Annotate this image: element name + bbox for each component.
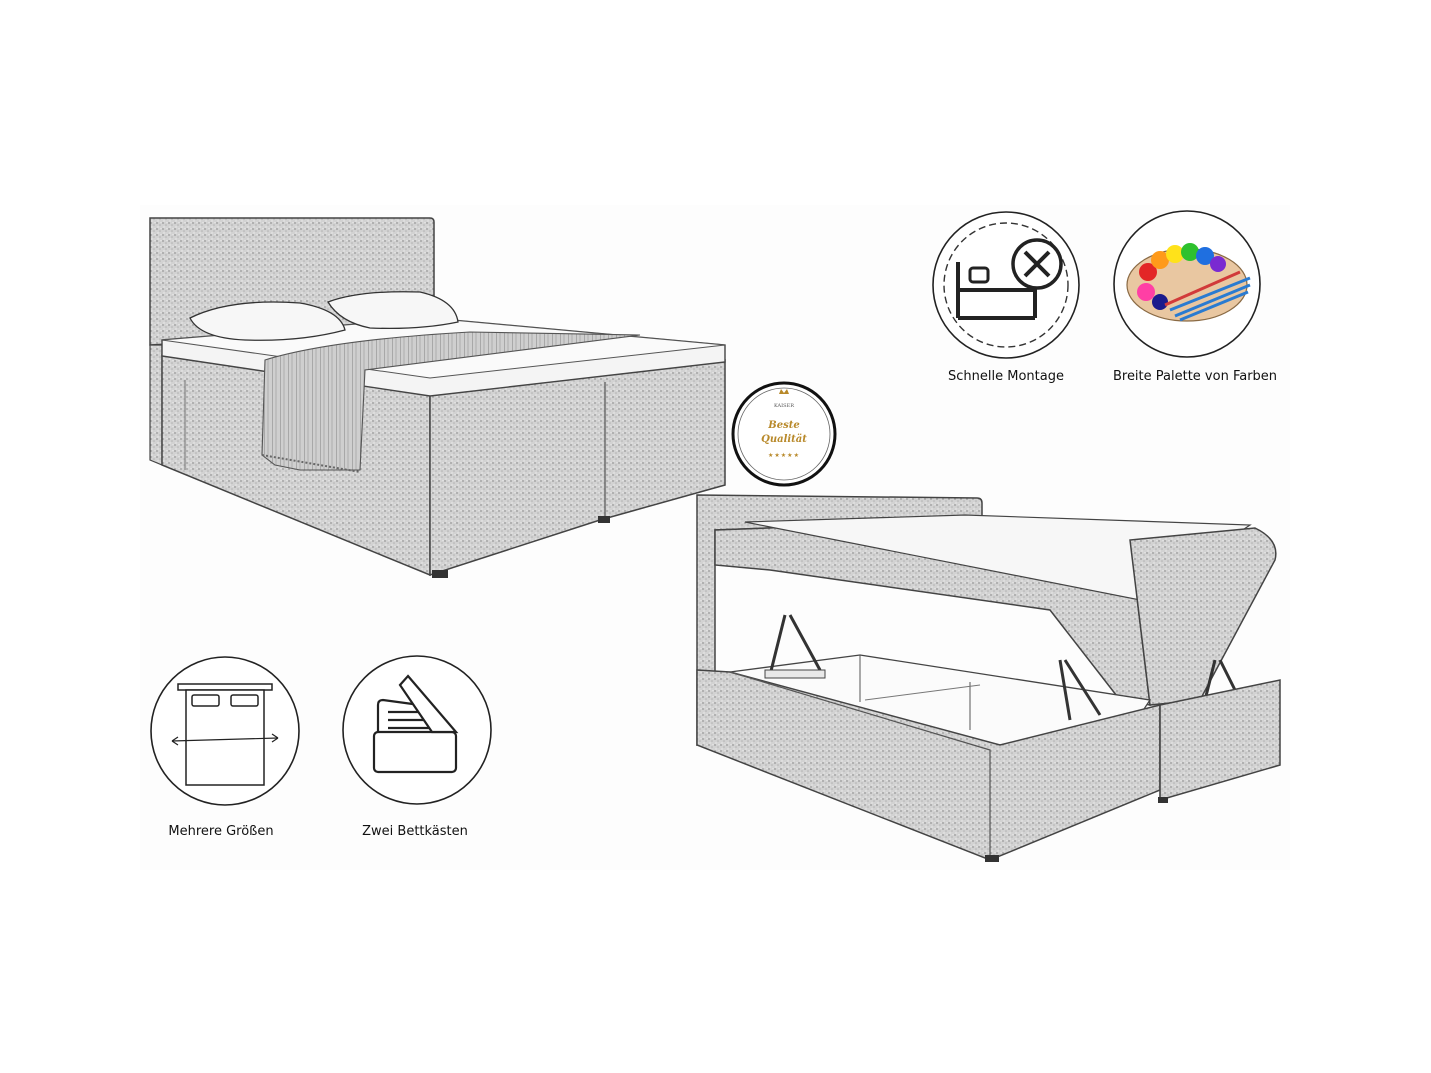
badge-line-2: Qualität	[761, 434, 807, 445]
colors-caption: Breite Palette von Farben	[1112, 369, 1278, 384]
storage-caption: Zwei Bettkästen	[362, 824, 468, 839]
quality-badge	[731, 381, 837, 487]
sizes-caption: Mehrere Größen	[168, 824, 274, 839]
assembly-caption: Schnelle Montage	[948, 369, 1064, 384]
closed-bed-illustration	[149, 217, 726, 578]
bed-with-tools-icon	[932, 211, 1080, 359]
open-storage-bed-illustration	[696, 494, 1281, 862]
badge-stars: ★★★★★	[768, 452, 800, 459]
badge-line-1: Beste	[768, 420, 800, 431]
paint-palette-icon	[1113, 210, 1261, 358]
bed-size-icon	[150, 656, 300, 806]
badge-brand: KAISER	[774, 403, 794, 409]
storage-box-icon	[342, 655, 492, 805]
